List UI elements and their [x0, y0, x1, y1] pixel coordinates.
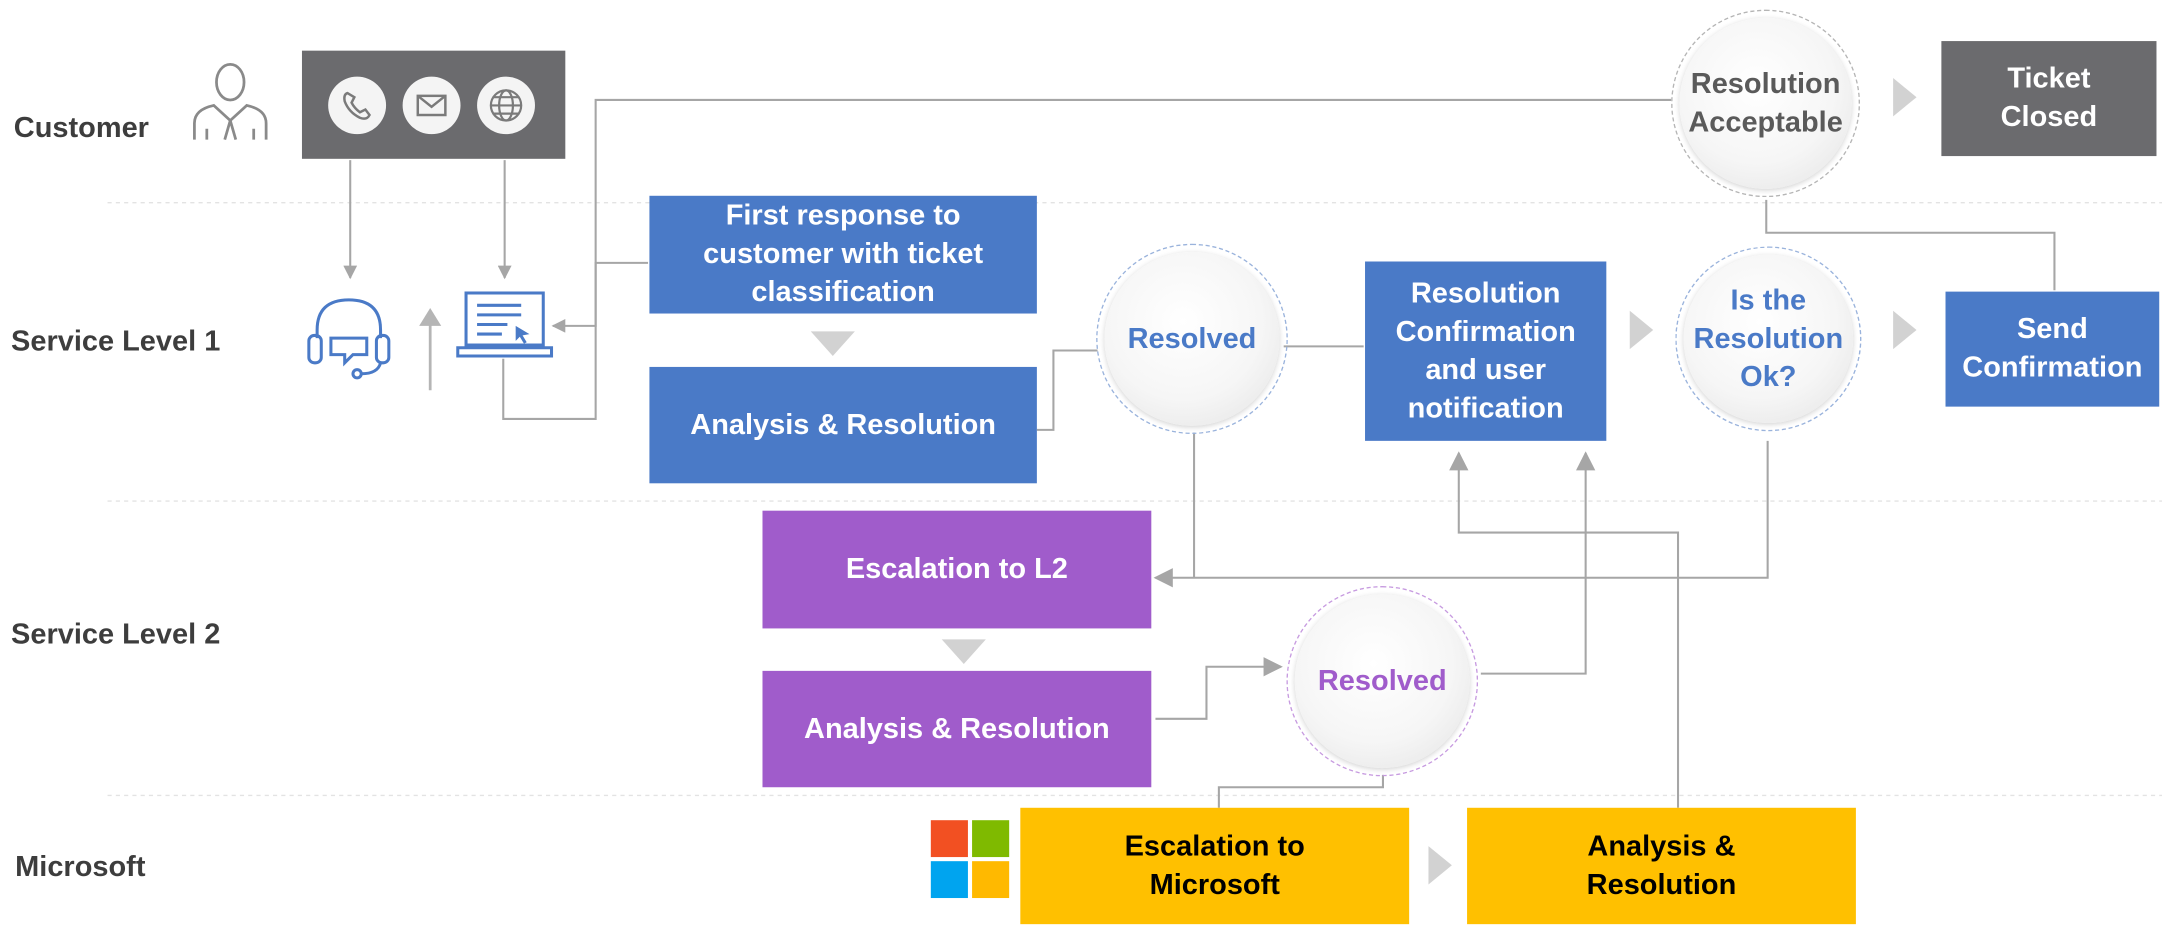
flow-arrow-right: [1428, 846, 1452, 885]
mail-icon: [402, 76, 461, 135]
flow-arrow-right: [1893, 310, 1917, 350]
line-resolved-l2-to-microsoft: [1217, 774, 1384, 808]
arrow-analysis-l2-to-resolved: [1155, 657, 1283, 720]
send-confirmation-box[interactable]: Send Confirmation: [1945, 291, 2160, 407]
microsoft-logo-icon: [930, 820, 1010, 899]
line-analysis-to-resolved: [1036, 349, 1098, 431]
lane-label-level1: Service Level 1: [11, 325, 221, 358]
line-laptop-to-customer: [502, 98, 1672, 420]
resolution-acceptable-node[interactable]: Resolution Acceptable: [1679, 17, 1852, 189]
escalation-l2-box[interactable]: Escalation to L2: [762, 510, 1152, 629]
analysis-resolution-l2-box[interactable]: Analysis & Resolution: [762, 670, 1152, 788]
flow-arrow-right: [1629, 310, 1654, 350]
arrow-first-response-to-laptop: [551, 261, 649, 333]
phone-icon: [328, 76, 387, 135]
is-resolution-ok-ring: [1675, 246, 1862, 432]
flow-arrow-right: [1893, 78, 1917, 117]
flow-lines: [343, 98, 2056, 808]
flow-arrow-down: [810, 331, 855, 356]
resolved-l1-ring: [1096, 243, 1288, 435]
resolved-l2-ring: [1286, 585, 1479, 777]
escalation-microsoft-box[interactable]: Escalation to Microsoft: [1020, 807, 1410, 925]
is-resolution-ok-node[interactable]: Is the Resolution Ok?: [1683, 254, 1854, 424]
lane-label-customer: Customer: [13, 112, 149, 144]
resolved-l2-node[interactable]: Resolved: [1294, 594, 1470, 769]
flow-arrow-down: [941, 639, 986, 665]
lane-label-microsoft: Microsoft: [15, 851, 146, 884]
resolution-confirmation-box[interactable]: Resolution Confirmation and user notific…: [1365, 261, 1607, 441]
laptop-icon: [456, 291, 554, 358]
line-send-to-acceptable: [1765, 199, 2056, 291]
ticket-closed-box[interactable]: Ticket Closed: [1941, 41, 2157, 157]
resolution-acceptable-ring: [1671, 9, 1861, 198]
up-arrow-icon: [419, 308, 442, 391]
analysis-resolution-l1-box[interactable]: Analysis & Resolution: [649, 366, 1037, 484]
arrow-resolved-l2-to-confirmation: [1480, 451, 1596, 675]
lane-label-level2: Service Level 2: [11, 618, 221, 651]
analysis-resolution-microsoft-box[interactable]: Analysis & Resolution: [1467, 807, 1856, 925]
contact-channels-box: [301, 50, 566, 159]
arrow-microsoft-to-confirmation: [1449, 451, 1680, 808]
resolved-l1-node[interactable]: Resolved: [1104, 251, 1280, 426]
arrow-is-ok-to-escalation: [1153, 440, 1769, 588]
person-icon: [193, 62, 268, 141]
first-response-box[interactable]: First response to customer with ticket c…: [649, 195, 1037, 314]
headset-icon: [307, 298, 391, 380]
globe-icon: [477, 76, 535, 135]
lane-dividers: [107, 201, 2162, 797]
